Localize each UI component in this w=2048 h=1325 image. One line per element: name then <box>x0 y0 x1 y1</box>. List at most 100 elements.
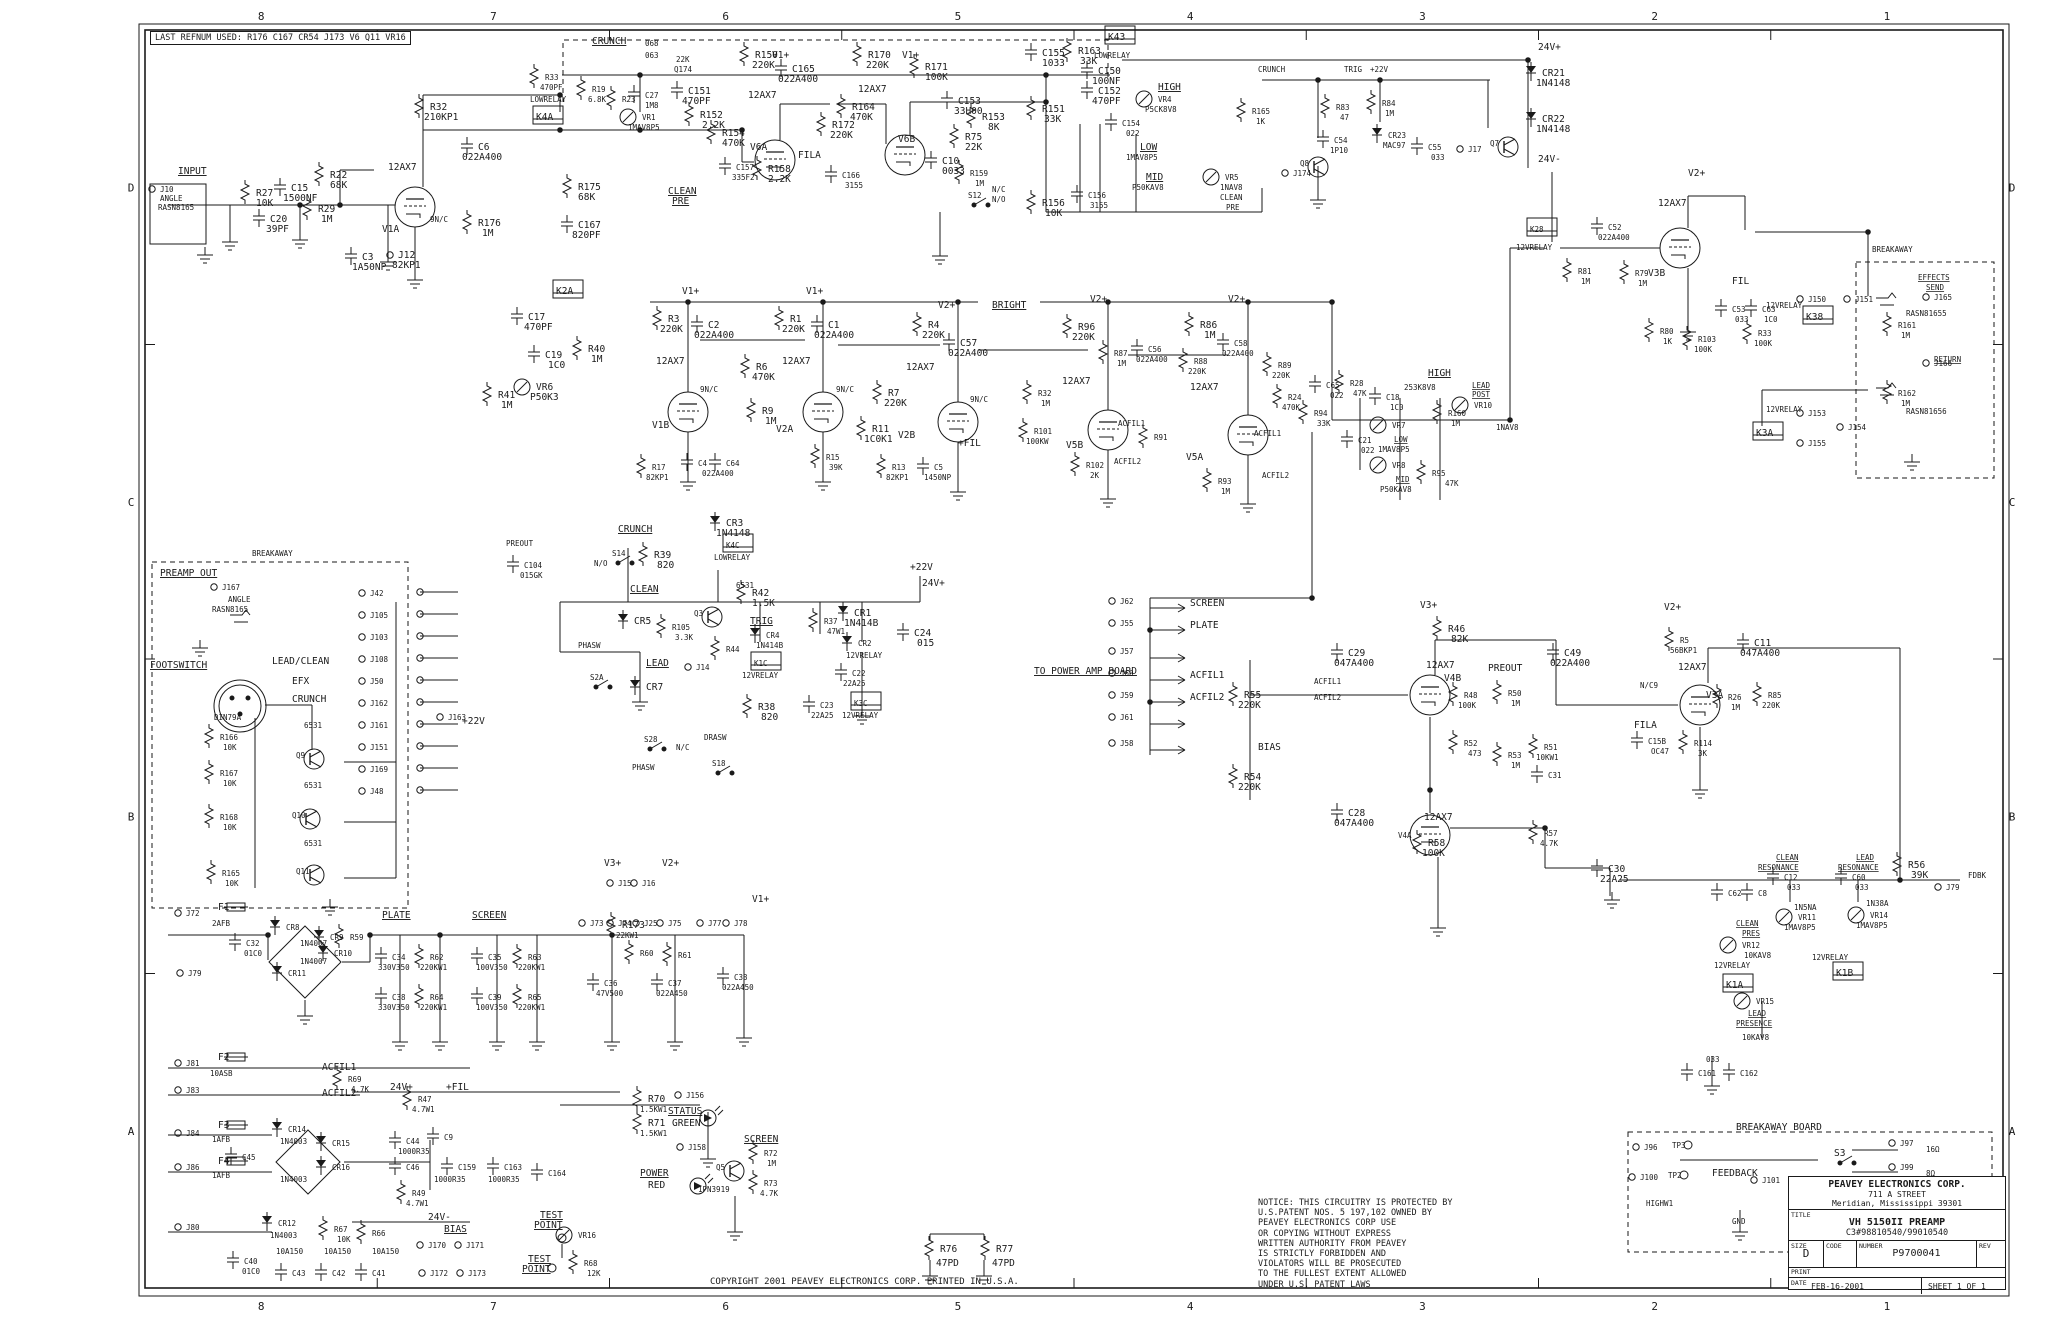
schematic-label: 22A25 <box>843 679 866 688</box>
schematic-label: 1N4003 <box>270 1231 297 1240</box>
schematic-label: 1MAV8P5 <box>628 123 660 132</box>
date-cell: DATE FEB-16-2001 <box>1789 1278 1922 1294</box>
schematic-label: VR11 <box>1798 913 1816 922</box>
schematic-label: C3 <box>362 252 373 263</box>
schematic-label: FOOTSWITCH <box>150 660 207 671</box>
schematic-label: 22K <box>965 142 982 153</box>
zone-column-label: 6 <box>722 10 729 23</box>
schematic-label: 9N/C <box>836 385 854 394</box>
schematic-label: CR4 <box>766 631 780 640</box>
code-cell: CODE <box>1824 1241 1857 1267</box>
schematic-label: 470PF <box>540 83 563 92</box>
schematic-label: 1N38A <box>1866 899 1889 908</box>
schematic-label: R54 <box>1244 772 1261 783</box>
schematic-label: 1N4007 <box>300 957 327 966</box>
schematic-label: J151 <box>370 743 388 752</box>
schematic-label: 470K <box>752 372 775 383</box>
schematic-label: 12VRELAY <box>1766 301 1803 310</box>
schematic-label: 82KP1 <box>646 473 669 482</box>
schematic-label: C15 <box>291 183 308 194</box>
schematic-label: POST <box>1472 390 1491 399</box>
schematic-label: 82K <box>1451 634 1468 645</box>
schematic-label: CLEAN <box>1220 193 1243 202</box>
schematic-label: R88 <box>1194 357 1208 366</box>
schematic-label: R160 <box>1448 409 1467 418</box>
schematic-label: TP2 <box>1668 1171 1682 1180</box>
zone-column-label: 7 <box>490 10 497 23</box>
schematic-label: C43 <box>292 1269 306 1278</box>
schematic-label: R1 <box>790 314 802 325</box>
schematic-label: J10 <box>160 185 174 194</box>
schematic-label: ANGLE <box>160 194 183 203</box>
schematic-label: R71 <box>648 1118 665 1129</box>
schematic-label: C60 <box>1852 873 1866 882</box>
schematic-label: R60 <box>640 949 654 958</box>
schematic-label: K38 <box>1806 312 1823 323</box>
schematic-label: FILA <box>798 150 821 161</box>
schematic-label: VR8 <box>1392 461 1406 470</box>
schematic-label: 1N4148 <box>1536 124 1571 135</box>
zone-row-label: D <box>128 181 135 194</box>
schematic-label: 2.2K <box>702 120 725 131</box>
schematic-label: 470K <box>1282 403 1301 412</box>
schematic-label: S18 <box>712 759 726 768</box>
schematic-label: R80 <box>1660 327 1674 336</box>
schematic-label: 220K <box>1762 701 1781 710</box>
schematic-label: C30 <box>1608 864 1625 875</box>
schematic-label: CR2 <box>858 639 872 648</box>
zone-row-label: A <box>2009 1125 2016 1138</box>
schematic-label: 12AX7 <box>1658 198 1687 209</box>
schematic-label: R152 <box>700 110 723 121</box>
number-label: NUMBER <box>1859 1242 1883 1250</box>
schematic-label: TO POWER AMP BOARD <box>1034 666 1137 677</box>
schematic-label: POWER <box>640 1168 669 1179</box>
schematic-label: ACFIL2 <box>1114 457 1141 466</box>
schematic-label: J158 <box>688 1143 707 1152</box>
schematic-label: 470PF <box>1092 96 1121 107</box>
schematic-label: PRES <box>1742 929 1761 938</box>
schematic-label: S3 <box>1834 1148 1845 1159</box>
schematic-label: R114 <box>1694 739 1713 748</box>
schematic-label: J79 <box>1946 883 1960 892</box>
schematic-label: 1N4148 <box>1536 78 1571 89</box>
schematic-label: R51 <box>1544 743 1558 752</box>
schematic-label: J105 <box>370 611 388 620</box>
schematic-label: PRE <box>1226 203 1240 212</box>
schematic-label: CR22 <box>1542 114 1565 125</box>
schematic-label: 1C0 <box>548 360 565 371</box>
schematic-label: FILA <box>1634 720 1657 731</box>
schematic-label: HIGH <box>1428 368 1451 379</box>
schematic-label: CR10 <box>334 949 353 958</box>
schematic-label: C33 <box>734 973 748 982</box>
schematic-label: 220K <box>1072 332 1095 343</box>
schematic-label: 1M <box>975 179 985 188</box>
schematic-label: C57 <box>960 338 977 349</box>
schematic-label: 10K <box>256 198 273 209</box>
schematic-label: K43 <box>1108 32 1125 43</box>
schematic-label: VR15 <box>1756 997 1774 1006</box>
schematic-label: C45 <box>242 1153 256 1162</box>
schematic-label: 39K <box>1911 870 1928 881</box>
drawing-title: VH 5150II PREAMP <box>1848 1217 1946 1228</box>
schematic-label: 1M <box>482 228 494 239</box>
schematic-label: K4C <box>726 541 740 550</box>
schematic-label: C154 <box>1122 119 1141 128</box>
schematic-label: 100V350 <box>476 1003 508 1012</box>
schematic-label: 220K <box>884 398 907 409</box>
schematic-label: V1+ <box>682 286 699 297</box>
schematic-label: 022A400 <box>1136 355 1168 364</box>
schematic-label: 1NAV8 <box>1496 423 1519 432</box>
schematic-label: 1000R35 <box>398 1147 430 1156</box>
schematic-label: J58 <box>1120 739 1134 748</box>
schematic-label: N/C <box>676 743 690 752</box>
schematic-label: N/C <box>992 185 1006 194</box>
company-name: PEAVEY ELECTRONICS CORP. <box>1828 1179 1966 1190</box>
schematic-label: HIGHW1 <box>1646 1199 1673 1208</box>
schematic-label: J15 <box>618 879 632 888</box>
schematic-label: 10K <box>225 879 239 888</box>
schematic-label: 015GK <box>520 571 543 580</box>
schematic-label: 10A150 <box>372 1247 400 1256</box>
schematic-label: C31 <box>1548 771 1562 780</box>
schematic-label: R153 <box>982 112 1005 123</box>
schematic-label: 220K <box>660 324 683 335</box>
